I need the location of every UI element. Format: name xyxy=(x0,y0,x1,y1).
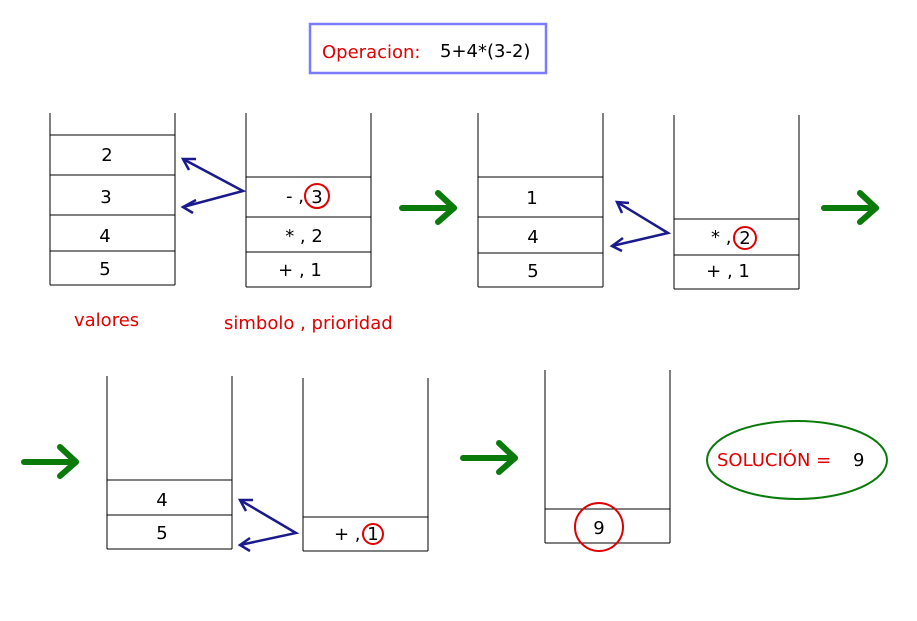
step2-values-stack xyxy=(477,113,604,288)
title-expression: 5+4*(3-2) xyxy=(440,41,530,62)
step3-value-cell: 4 xyxy=(156,490,167,511)
step2-op-symbol: * , xyxy=(711,227,731,248)
step2-ops-stack xyxy=(673,115,800,290)
solution-ellipse xyxy=(706,420,888,500)
highlight-circle xyxy=(362,523,384,545)
step2-op-row: + , 1 xyxy=(706,261,750,282)
pop-arrows-step3 xyxy=(237,498,300,553)
title-box xyxy=(308,22,548,75)
step1-op-priority: 3 xyxy=(311,187,322,208)
step3-value-cell: 5 xyxy=(156,523,167,544)
step2-op-priority: 2 xyxy=(739,228,750,249)
pop-arrows-step1 xyxy=(180,157,247,215)
values-label: valores xyxy=(74,310,139,331)
symbols-label: simbolo , prioridad xyxy=(224,313,393,334)
green-arrow-icon xyxy=(399,190,457,225)
step1-value-cell: 4 xyxy=(99,226,110,247)
step3-values-stack xyxy=(106,376,233,550)
step3-op-symbol: + , xyxy=(334,524,361,545)
step3-ops-stack xyxy=(302,378,429,552)
step1-values-stack xyxy=(49,113,176,286)
step1-ops-stack xyxy=(245,113,372,288)
step1-value-cell: 2 xyxy=(101,145,112,166)
step1-value-cell: 5 xyxy=(99,259,110,280)
step2-value-cell: 4 xyxy=(527,227,538,248)
pop-arrows-step2 xyxy=(609,200,672,253)
result-highlight-circle xyxy=(574,502,624,552)
step4-value-cell: 9 xyxy=(593,518,604,539)
green-arrow-icon xyxy=(460,440,518,475)
title-label: Operacion: xyxy=(322,42,420,63)
step2-value-cell: 1 xyxy=(526,188,537,209)
step1-op-row: + , 1 xyxy=(278,260,322,281)
step1-op-symbol: - , xyxy=(286,186,304,207)
green-arrow-icon xyxy=(21,444,79,479)
solution-value: 9 xyxy=(853,450,864,471)
step1-value-cell: 3 xyxy=(100,187,111,208)
green-arrow-icon xyxy=(821,190,879,225)
step4-values-stack xyxy=(544,370,671,544)
step1-op-row: * , 2 xyxy=(285,226,323,247)
solution-label: SOLUCIÓN = xyxy=(717,449,831,471)
highlight-circle xyxy=(733,226,757,250)
step3-op-priority: 1 xyxy=(367,524,378,545)
highlight-circle xyxy=(304,183,330,209)
step2-value-cell: 5 xyxy=(527,261,538,282)
